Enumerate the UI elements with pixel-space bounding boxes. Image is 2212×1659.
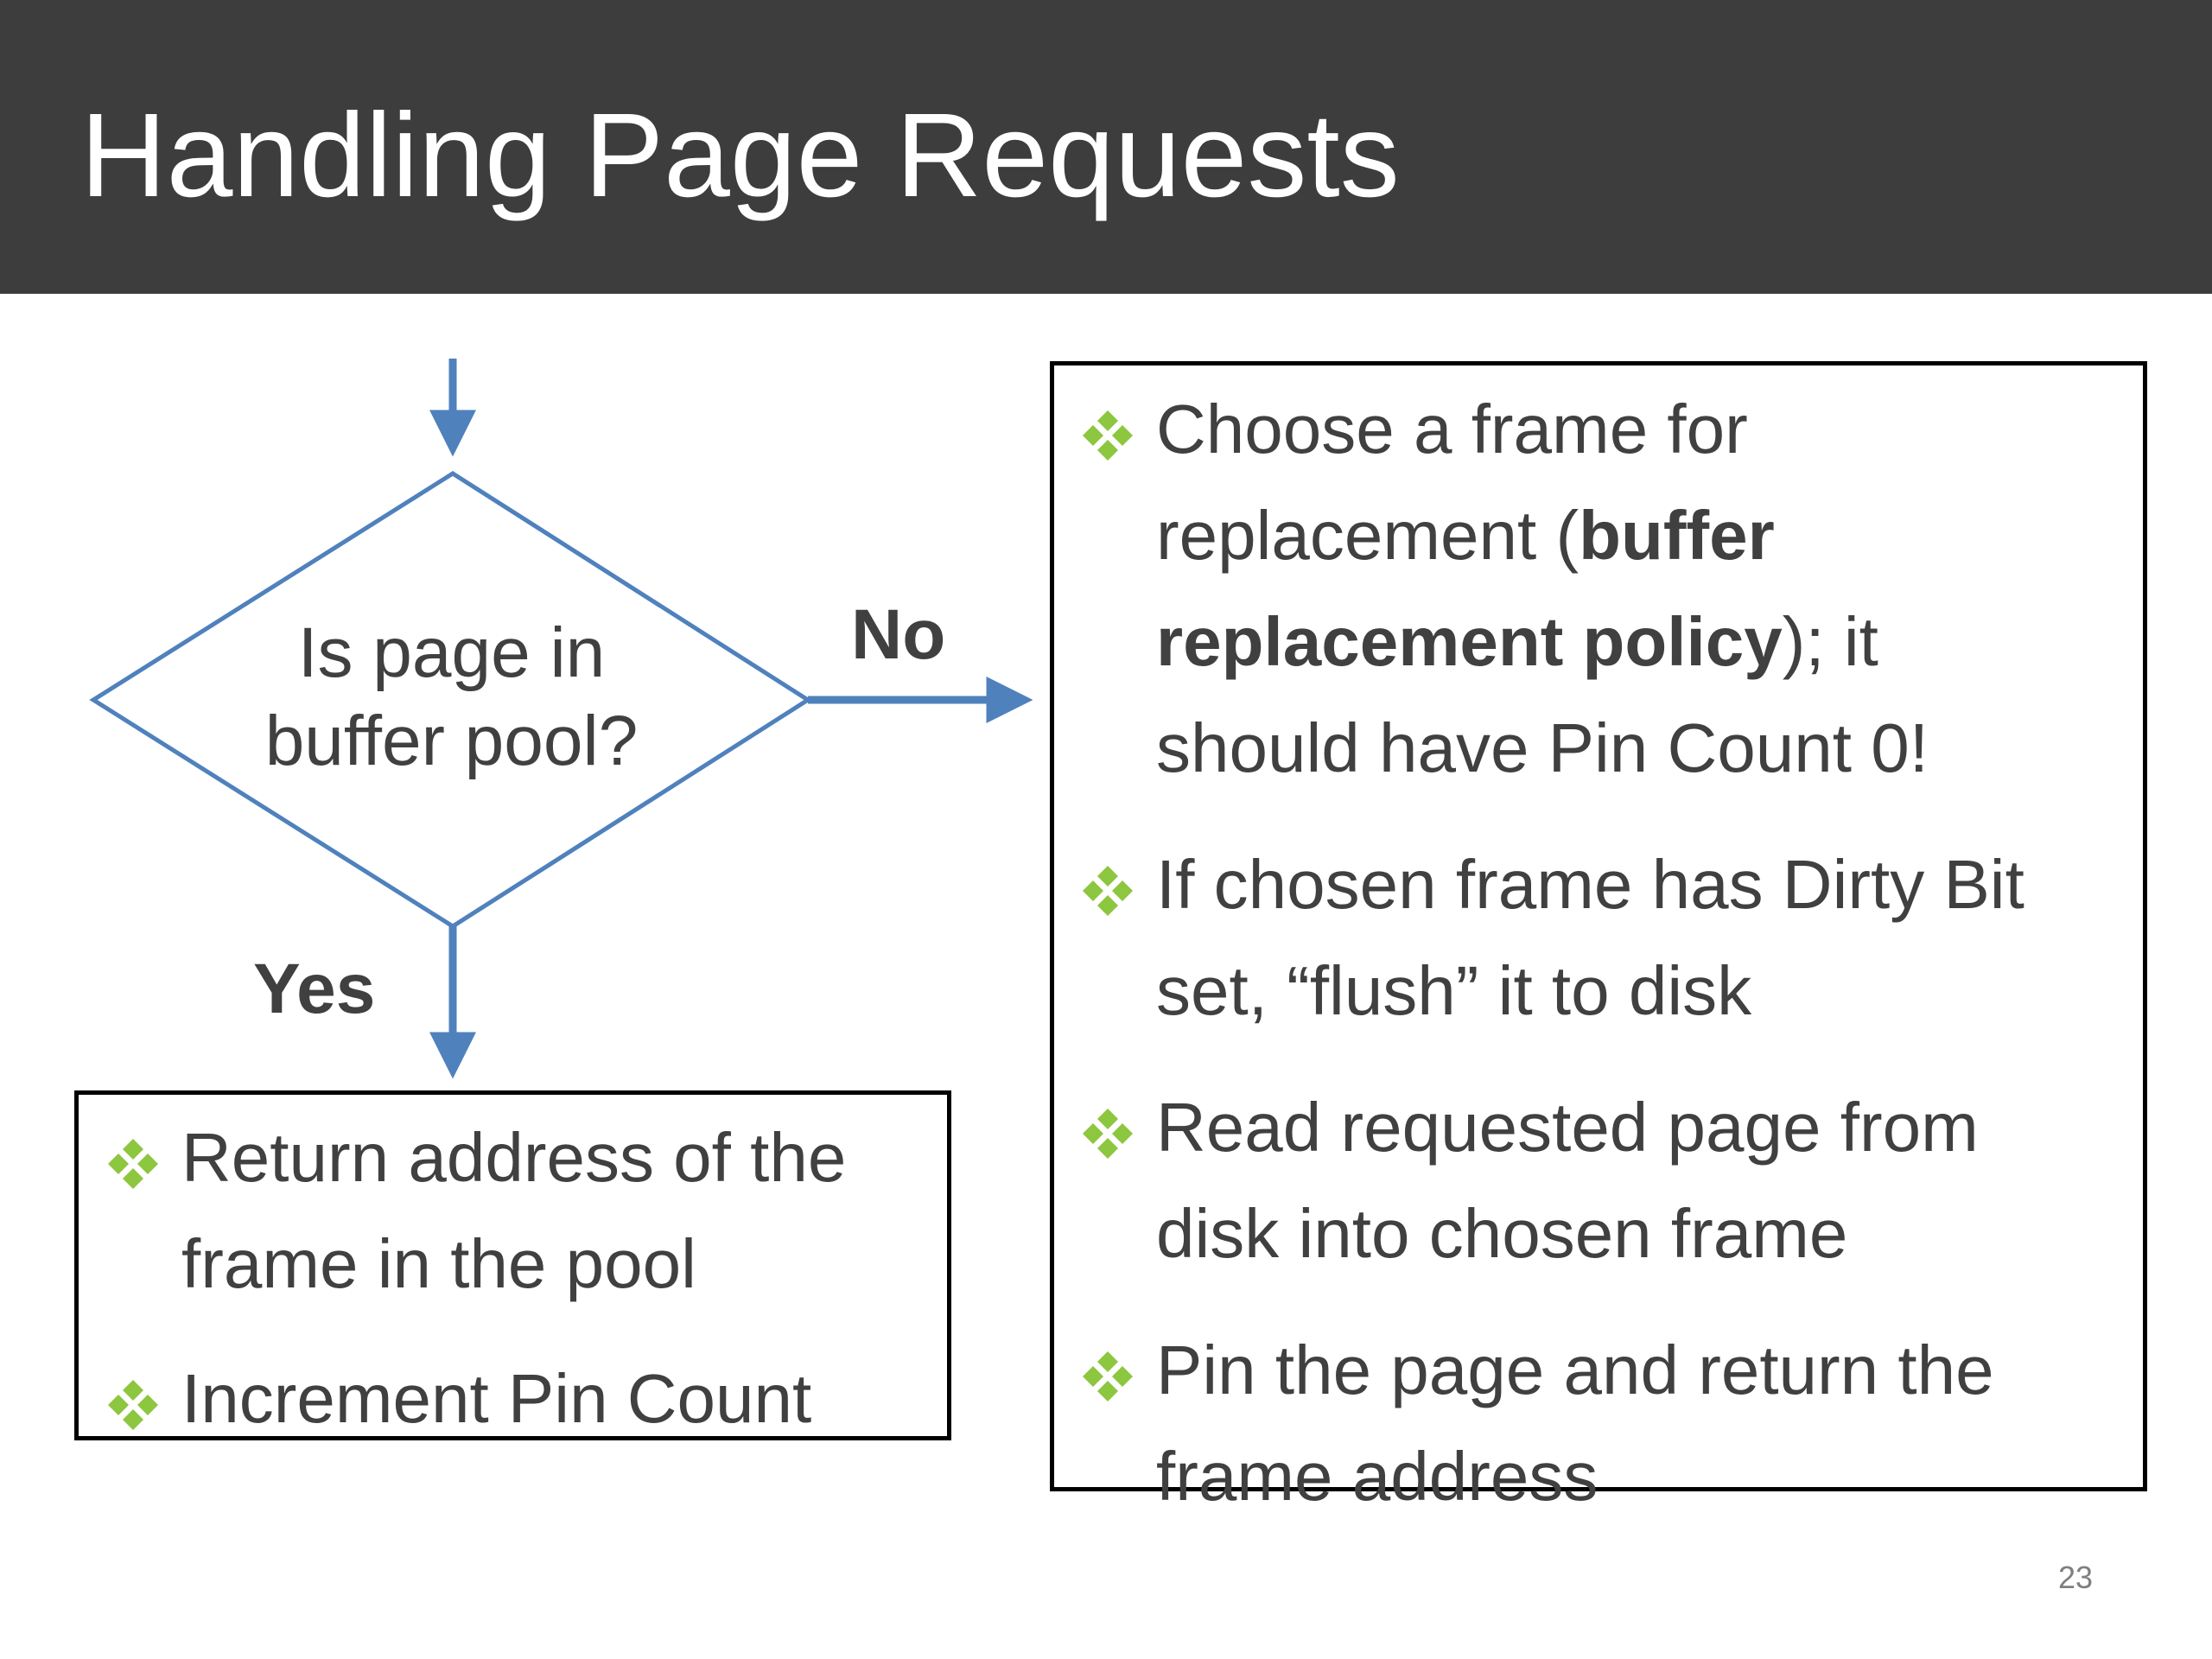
bullet-line: frame in the pool xyxy=(181,1225,696,1302)
no-label: No xyxy=(851,595,946,674)
decision-question: Is page in buffer pool? xyxy=(164,609,739,785)
four-diamond-bullet-icon xyxy=(108,1380,158,1430)
four-diamond-bullet-icon xyxy=(1083,866,1133,916)
bullet-text: ); it xyxy=(1782,603,1878,680)
no-action-list: Choose a frame for replacement (buffer r… xyxy=(1065,376,2189,1529)
bullet-line: Read requested page from xyxy=(1156,1089,1979,1166)
bullet-line: replacement policy); it xyxy=(1156,588,2189,695)
list-item: If chosen frame has Dirty Bit set, “flus… xyxy=(1065,831,2189,1044)
bullet-line: set, “flush” it to disk xyxy=(1156,952,1752,1029)
bullet-line: replacement (buffer xyxy=(1156,482,2189,588)
bullet-line: Choose a frame for xyxy=(1156,391,1748,467)
bullet-line: Pin the page and return the xyxy=(1156,1332,1994,1408)
yes-action-list: Return address of the frame in the pool … xyxy=(91,1104,946,1452)
list-item: Return address of the frame in the pool xyxy=(91,1104,946,1317)
bullet-line: disk into chosen frame xyxy=(1156,1195,1848,1272)
four-diamond-bullet-icon xyxy=(108,1139,158,1189)
bullet-line: Increment Pin Count xyxy=(181,1360,812,1437)
slide-header: Handling Page Requests xyxy=(0,0,2212,294)
decision-line-2: buffer pool? xyxy=(264,702,639,780)
bullet-line: If chosen frame has Dirty Bit xyxy=(1156,846,2024,923)
bullet-text: replacement ( xyxy=(1156,497,1580,574)
four-diamond-bullet-icon xyxy=(1083,410,1133,461)
bullet-line: should have Pin Count 0! xyxy=(1156,709,1929,786)
yes-action-box xyxy=(74,1090,951,1440)
bullet-line: Return address of the xyxy=(181,1119,847,1196)
decision-line-1: Is page in xyxy=(297,613,606,692)
four-diamond-bullet-icon xyxy=(1083,1109,1133,1159)
slide-title: Handling Page Requests xyxy=(80,89,1400,222)
list-item: Choose a frame for replacement (buffer r… xyxy=(1065,376,2189,801)
no-action-box xyxy=(1050,361,2147,1491)
page-number: 23 xyxy=(2057,1560,2094,1595)
list-item: Increment Pin Count xyxy=(91,1345,946,1452)
four-diamond-bullet-icon xyxy=(1083,1351,1133,1402)
bullet-line: frame address xyxy=(1156,1438,1599,1515)
yes-label: Yes xyxy=(253,950,376,1028)
list-item: Pin the page and return the frame addres… xyxy=(1065,1317,2189,1529)
list-item: Read requested page from disk into chose… xyxy=(1065,1074,2189,1287)
bullet-bold-text: replacement policy xyxy=(1156,603,1783,680)
bullet-bold-text: buffer xyxy=(1579,497,1775,574)
